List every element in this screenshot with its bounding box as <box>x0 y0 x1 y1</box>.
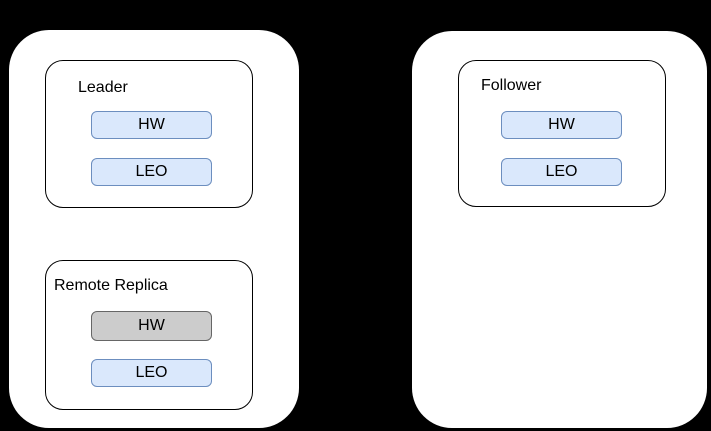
leader-leo-chip: LEO <box>91 158 212 186</box>
follower-hw-chip: HW <box>501 111 622 139</box>
follower-host-panel: Follower HW LEO <box>412 31 707 428</box>
follower-node: Follower HW LEO <box>458 60 666 207</box>
remote-replica-node-label: Remote Replica <box>54 277 168 294</box>
leader-hw-chip: HW <box>91 111 212 139</box>
remote-replica-leo-chip: LEO <box>91 359 212 387</box>
leader-node: Leader HW LEO <box>45 60 253 208</box>
follower-node-label: Follower <box>481 77 542 94</box>
leader-node-label: Leader <box>78 79 128 96</box>
remote-replica-hw-chip: HW <box>91 311 212 341</box>
remote-replica-node: Remote Replica HW LEO <box>45 260 253 410</box>
leader-host-panel: Leader HW LEO Remote Replica HW LEO <box>9 30 299 428</box>
follower-leo-chip: LEO <box>501 158 622 186</box>
